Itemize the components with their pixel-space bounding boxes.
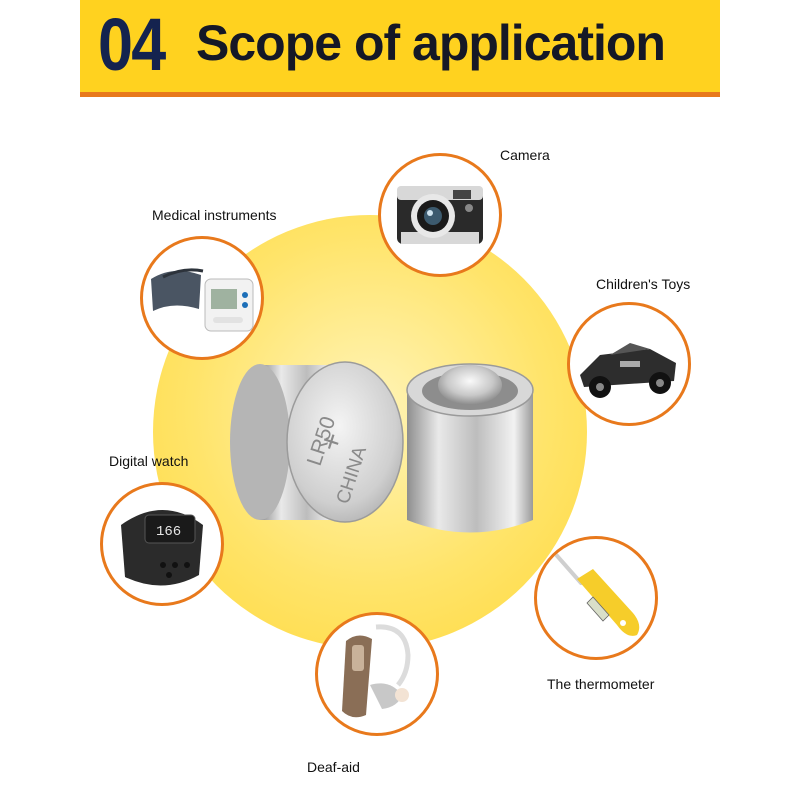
- watch-display-text: 166: [156, 524, 181, 540]
- blood-pressure-monitor-icon: [151, 268, 254, 332]
- toys-circle: [567, 302, 691, 426]
- deafaid-circle: [315, 612, 439, 736]
- toy-car-icon: [580, 343, 676, 398]
- header-underline: [80, 92, 720, 97]
- hearing-aid-icon: [342, 624, 411, 718]
- digital-watch-icon: 166: [121, 510, 203, 586]
- thermometer-icon: [549, 547, 640, 636]
- header-banner: [80, 0, 720, 96]
- section-number: 04: [98, 3, 166, 86]
- watch-label: Digital watch: [109, 453, 189, 469]
- thermometer-circle: [534, 536, 658, 660]
- right-battery-body: [407, 390, 533, 533]
- left-battery-face: [286, 361, 404, 523]
- thermometer-label: The thermometer: [547, 676, 655, 692]
- deafaid-label: Deaf-aid: [307, 759, 360, 775]
- medical-circle: [140, 236, 264, 360]
- camera-label: Camera: [500, 147, 550, 163]
- right-battery-terminal: [438, 365, 502, 405]
- toys-label: Children's Toys: [596, 276, 691, 292]
- left-battery-back: [230, 364, 290, 520]
- camera-circle: [378, 153, 502, 277]
- page-title: Scope of application: [196, 15, 666, 71]
- watch-circle: 166: [100, 482, 224, 606]
- medical-label: Medical instruments: [152, 207, 277, 223]
- battery-illustration: LR50 + CHINA: [230, 361, 534, 533]
- camera-icon: [397, 186, 483, 244]
